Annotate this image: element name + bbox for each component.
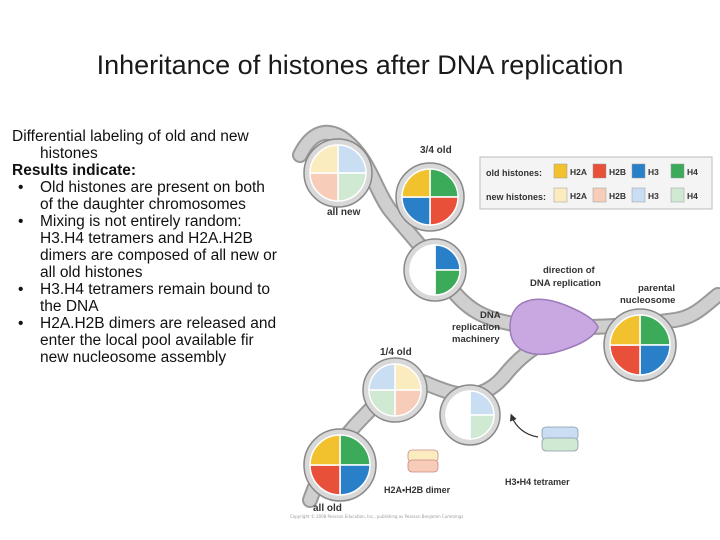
bullet-4-line-3: new nucleosome assembly bbox=[40, 349, 227, 366]
nucleosome-three-quarter-old-histone-2 bbox=[429, 196, 459, 226]
legend-swatch-new-h2b bbox=[592, 187, 607, 203]
label-direction-line-2: DNA replication bbox=[530, 278, 601, 289]
nucleosome-all-new-histone-2 bbox=[337, 172, 367, 202]
copyright-notice: Copyright © 2008 Pearson Education, Inc.… bbox=[290, 514, 464, 519]
bullet-2-line-4: all old histones bbox=[40, 264, 143, 281]
tetramer-arrow bbox=[509, 413, 539, 438]
nucleosome-layer bbox=[303, 138, 677, 502]
label-one-quarter-old: 1/4 old bbox=[380, 347, 412, 358]
nucleosome-all-old-histone-2 bbox=[339, 464, 371, 496]
legend-swatch-new-h2a bbox=[553, 187, 568, 203]
nucleosome-three-quarter-old-histone-3 bbox=[401, 196, 431, 226]
nucleosome-three-quarter-old-histone-4 bbox=[401, 168, 431, 198]
bullet-2-line-2: H3.H4 tetramers and H2A.H2B bbox=[40, 230, 253, 247]
nucleosome-mid-upper-histone-1 bbox=[434, 244, 461, 271]
free-dimer-part-2 bbox=[407, 459, 439, 473]
intro-line-2: histones bbox=[40, 145, 98, 162]
nucleosome-mid-lower-histone-4 bbox=[445, 390, 471, 416]
bullet-4: H2A.H2B dimers are released and enter th… bbox=[12, 315, 332, 366]
legend-name-old-h2a: H2A bbox=[570, 167, 587, 177]
legend: old histones: new histones: H2A H2A H2B H2B… bbox=[479, 156, 713, 210]
nucleosome-one-quarter-old-histone-4 bbox=[368, 363, 396, 391]
nucleosome-all-old-histone-3 bbox=[309, 464, 341, 496]
legend-swatch-new-h3 bbox=[631, 187, 646, 203]
bullet-2-line-1: Mixing is not entirely random: bbox=[40, 213, 242, 230]
nucleosome-mid-upper-histone-4 bbox=[409, 244, 436, 271]
nucleosome-all-old-histone-1 bbox=[339, 434, 371, 466]
nucleosome-all-old bbox=[303, 428, 377, 502]
label-all-old: all old bbox=[313, 503, 342, 514]
bullet-4-line-2: enter the local pool available fir bbox=[40, 332, 254, 349]
bullet-4-line-1: H2A.H2B dimers are released and bbox=[40, 315, 277, 332]
nucleosome-all-old-histone-4 bbox=[309, 434, 341, 466]
nucleosome-mid-lower-histone-2 bbox=[469, 414, 495, 440]
free-tetramer-part-2 bbox=[541, 437, 579, 452]
legend-name-old-h2b: H2B bbox=[609, 167, 626, 177]
legend-name-old-h3: H3 bbox=[648, 167, 659, 177]
nucleosome-parental-histone-1 bbox=[639, 314, 671, 346]
nucleosome-parental-histone-3 bbox=[609, 344, 641, 376]
legend-name-old-h4: H4 bbox=[687, 167, 698, 177]
free-tetramer bbox=[541, 426, 579, 452]
replication-machinery bbox=[509, 298, 599, 355]
label-three-quarter-old: 3/4 old bbox=[420, 145, 452, 156]
nucleosome-parental-histone-4 bbox=[609, 314, 641, 346]
legend-name-new-h3: H3 bbox=[648, 191, 659, 201]
label-machinery-line-2: replication bbox=[452, 322, 500, 333]
bullet-1-line-1: Old histones are present on both bbox=[40, 179, 265, 196]
nucleosome-one-quarter-old-histone-3 bbox=[368, 389, 396, 417]
legend-swatch-old-h4 bbox=[670, 163, 685, 179]
label-dimer: H2A•H2B dimer bbox=[384, 485, 451, 495]
legend-swatch-old-h2a bbox=[553, 163, 568, 179]
label-direction-line-1: direction of bbox=[543, 265, 596, 276]
legend-swatch-old-h2b bbox=[592, 163, 607, 179]
label-all-new: all new bbox=[327, 207, 361, 218]
slide-title: Inheritance of histones after DNA replic… bbox=[96, 50, 624, 80]
label-parental-line-2: nucleosome bbox=[620, 295, 675, 306]
legend-swatch-old-h3 bbox=[631, 163, 646, 179]
intro-line-1: Differential labeling of old and new bbox=[12, 128, 249, 145]
nucleosome-mid-lower-histone-1 bbox=[469, 390, 495, 416]
legend-name-new-h2b: H2B bbox=[609, 191, 626, 201]
nucleosome-all-new-histone-1 bbox=[337, 144, 367, 174]
legend-name-new-h2a: H2A bbox=[570, 191, 587, 201]
nucleosome-three-quarter-old bbox=[395, 162, 465, 232]
bullet-3-line-2: the DNA bbox=[40, 298, 99, 315]
bullet-1: Old histones are present on both of the … bbox=[12, 179, 332, 213]
legend-old-label: old histones: bbox=[486, 168, 542, 178]
bullet-2-line-3: dimers are composed of all new or bbox=[40, 247, 277, 264]
histone-inheritance-diagram: old histones: new histones: H2A H2A H2B H2B… bbox=[292, 124, 720, 514]
legend-name-new-h4: H4 bbox=[687, 191, 698, 201]
nucleosome-all-new bbox=[303, 138, 373, 208]
label-tetramer: H3•H4 tetramer bbox=[505, 477, 570, 487]
nucleosome-mid-upper-histone-3 bbox=[409, 269, 436, 296]
label-machinery-line-3: machinery bbox=[452, 334, 500, 345]
bullet-2: Mixing is not entirely random: H3.H4 tet… bbox=[12, 213, 332, 281]
nucleosome-parental bbox=[603, 308, 677, 382]
nucleosome-all-new-histone-4 bbox=[309, 144, 339, 174]
free-dimer bbox=[407, 449, 439, 473]
nucleosome-parental-histone-2 bbox=[639, 344, 671, 376]
nucleosome-one-quarter-old-histone-2 bbox=[394, 389, 422, 417]
nucleosome-one-quarter-old bbox=[362, 357, 428, 423]
nucleosome-mid-lower bbox=[439, 384, 501, 446]
label-machinery-line-1: DNA bbox=[480, 310, 501, 321]
results-heading: Results indicate: bbox=[12, 162, 137, 179]
nucleosome-one-quarter-old-histone-1 bbox=[394, 363, 422, 391]
slide-body: Differential labeling of old and new his… bbox=[12, 128, 332, 366]
nucleosome-three-quarter-old-histone-1 bbox=[429, 168, 459, 198]
nucleosome-all-new-histone-3 bbox=[309, 172, 339, 202]
nucleosome-mid-upper-histone-2 bbox=[434, 269, 461, 296]
nucleosome-mid-upper bbox=[403, 238, 467, 302]
results-list: Old histones are present on both of the … bbox=[12, 179, 332, 366]
label-parental-line-1: parental bbox=[638, 283, 675, 294]
legend-swatch-new-h4 bbox=[670, 187, 685, 203]
bullet-3-line-1: H3.H4 tetramers remain bound to bbox=[40, 281, 271, 298]
legend-new-label: new histones: bbox=[486, 192, 546, 202]
bullet-3: H3.H4 tetramers remain bound to the DNA bbox=[12, 281, 332, 315]
nucleosome-mid-lower-histone-3 bbox=[445, 414, 471, 440]
bullet-1-line-2: of the daughter chromosomes bbox=[40, 196, 246, 213]
